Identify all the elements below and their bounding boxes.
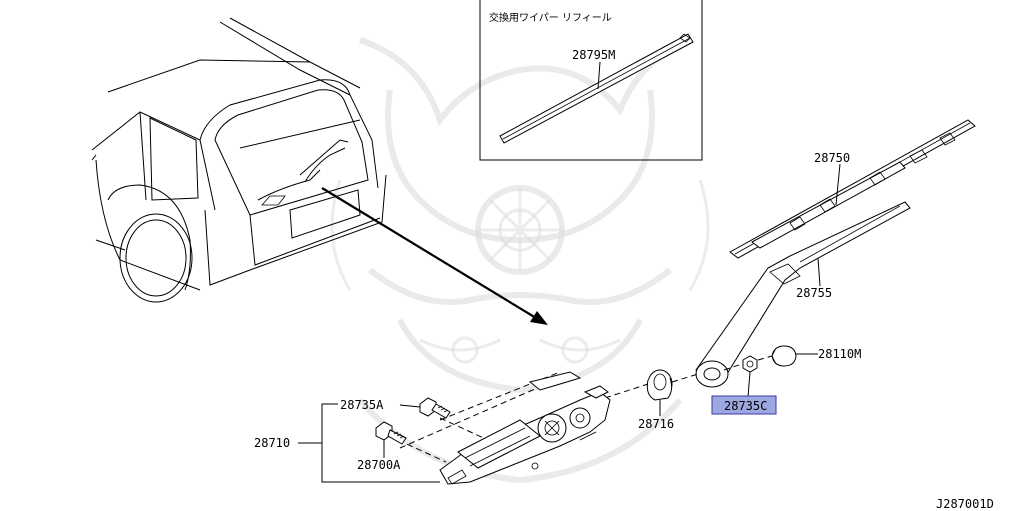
wiper-blade <box>729 119 976 259</box>
label-28755[interactable]: 28755 <box>796 286 832 300</box>
label-28795M[interactable]: 28795M <box>572 48 615 62</box>
label-28716[interactable]: 28716 <box>638 417 674 431</box>
wiper-arm <box>695 201 911 388</box>
diagram-code: J287001D <box>936 497 994 511</box>
bolt-28700A <box>375 421 407 445</box>
label-28735C[interactable]: 28735C <box>724 399 767 413</box>
refill-box-title: 交換用ワイパー リフィール <box>489 11 612 24</box>
refill-inset-box: 交換用ワイパー リフィール 28795M <box>479 0 703 161</box>
wiper-motor <box>439 371 611 485</box>
label-28110M[interactable]: 28110M <box>818 347 861 361</box>
location-arrow <box>321 187 548 325</box>
arm-cap <box>771 345 797 367</box>
highlight-28735C <box>711 395 777 415</box>
assembly-dashed-lines <box>397 355 773 463</box>
vehicle-rear-illustration <box>91 17 387 303</box>
group-bracket-28710 <box>298 403 440 483</box>
label-28735A[interactable]: 28735A <box>340 398 384 412</box>
grommet <box>646 369 673 401</box>
watermark-emblem <box>330 37 710 484</box>
label-28700A[interactable]: 28700A <box>357 458 401 472</box>
bolt-28735A <box>419 397 451 419</box>
label-28750[interactable]: 28750 <box>814 151 850 165</box>
arm-nut <box>742 355 758 373</box>
label-28710[interactable]: 28710 <box>254 436 290 450</box>
